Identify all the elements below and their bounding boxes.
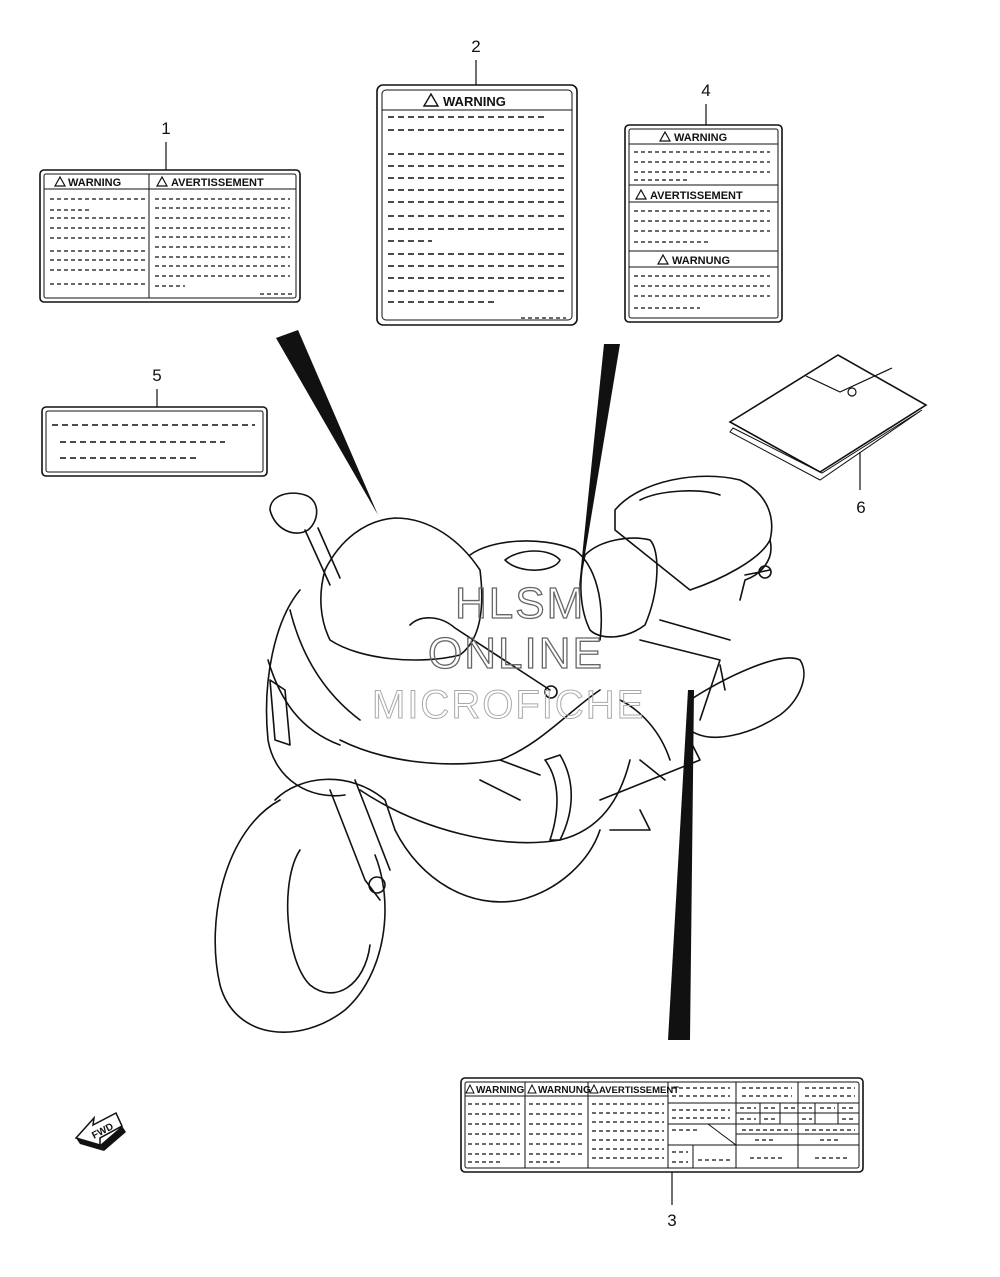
watermark-line-3: MICROFICHE — [372, 683, 645, 727]
motorcycle-illustration — [214, 475, 805, 1033]
warning-triangle-icon — [53, 175, 67, 187]
warning-triangle-icon — [634, 188, 648, 200]
leader-label-2 — [578, 344, 620, 596]
label-1-heading-left: WARNING — [68, 177, 121, 189]
warning-triangle-icon — [656, 253, 670, 265]
warning-triangle-icon — [155, 175, 169, 187]
callout-number-1: 1 — [161, 119, 170, 138]
label-4-heading-c: WARNUNG — [672, 255, 730, 267]
label-4-heading-a: WARNING — [674, 132, 727, 144]
callout-number-2: 2 — [471, 37, 480, 56]
label-2-heading: WARNING — [443, 94, 506, 109]
callout-number-3: 3 — [667, 1211, 676, 1230]
warning-triangle-icon — [589, 1083, 599, 1094]
label-2[interactable]: 2 WARNING — [376, 37, 578, 326]
watermark: HLSM ONLINE MICROFICHE — [372, 578, 645, 727]
warning-triangle-icon — [527, 1083, 537, 1094]
callout-number-5: 5 — [152, 366, 161, 385]
leader-label-1 — [276, 330, 378, 515]
label-4-heading-b: AVERTISSEMENT — [650, 190, 743, 202]
label-6[interactable]: 6 — [728, 354, 928, 517]
leader-label-3 — [668, 690, 694, 1040]
callout-number-6: 6 — [856, 498, 865, 517]
label-5[interactable]: 5 — [41, 366, 268, 477]
label-3-heading-a: WARNING — [476, 1085, 525, 1096]
warning-triangle-icon — [465, 1083, 475, 1094]
label-3[interactable]: WARNING WARNUNG AVERTISSEMENT — [460, 1077, 864, 1230]
label-4[interactable]: 4 WARNING AVERTISSEMENT WARNUNG — [624, 81, 783, 323]
warning-triangle-icon — [658, 130, 672, 142]
callout-number-4: 4 — [701, 81, 710, 100]
label-1[interactable]: 1 WARNING AVERTISSEMENT — [39, 119, 301, 303]
fwd-arrow-icon: FWD — [74, 1111, 126, 1151]
watermark-line-1: HLSM — [455, 579, 585, 628]
watermark-line-2: ONLINE — [428, 629, 604, 678]
warning-triangle-icon — [422, 92, 440, 107]
label-1-heading-right: AVERTISSEMENT — [171, 177, 264, 189]
label-3-heading-b: WARNUNG — [538, 1085, 591, 1096]
label-3-heading-c: AVERTISSEMENT — [599, 1085, 679, 1096]
